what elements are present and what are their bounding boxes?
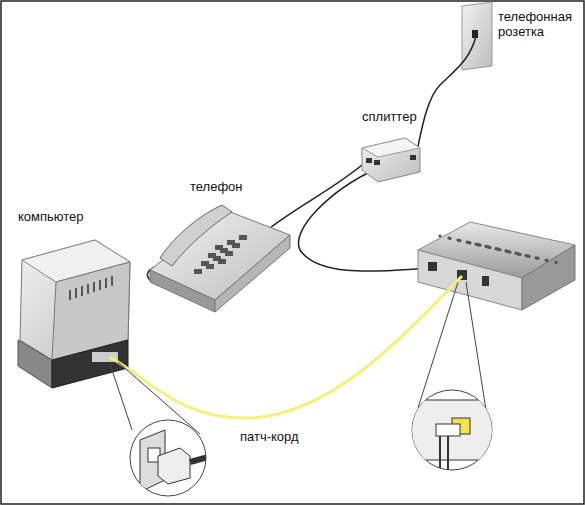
wall-socket-label: телефонная розетка — [498, 10, 578, 40]
patch-cord — [110, 276, 462, 418]
computer — [18, 240, 130, 388]
patch-cord-label: патч-корд — [238, 430, 301, 445]
modem-port-inset — [410, 282, 500, 480]
splitter-label: сплиттер — [362, 110, 417, 125]
computer-port-inset — [110, 362, 215, 496]
wall-socket — [462, 2, 492, 70]
telephone — [150, 205, 290, 312]
telephone-label: телефон — [190, 180, 243, 195]
splitter — [362, 138, 420, 182]
computer-label: компьютер — [18, 210, 84, 225]
